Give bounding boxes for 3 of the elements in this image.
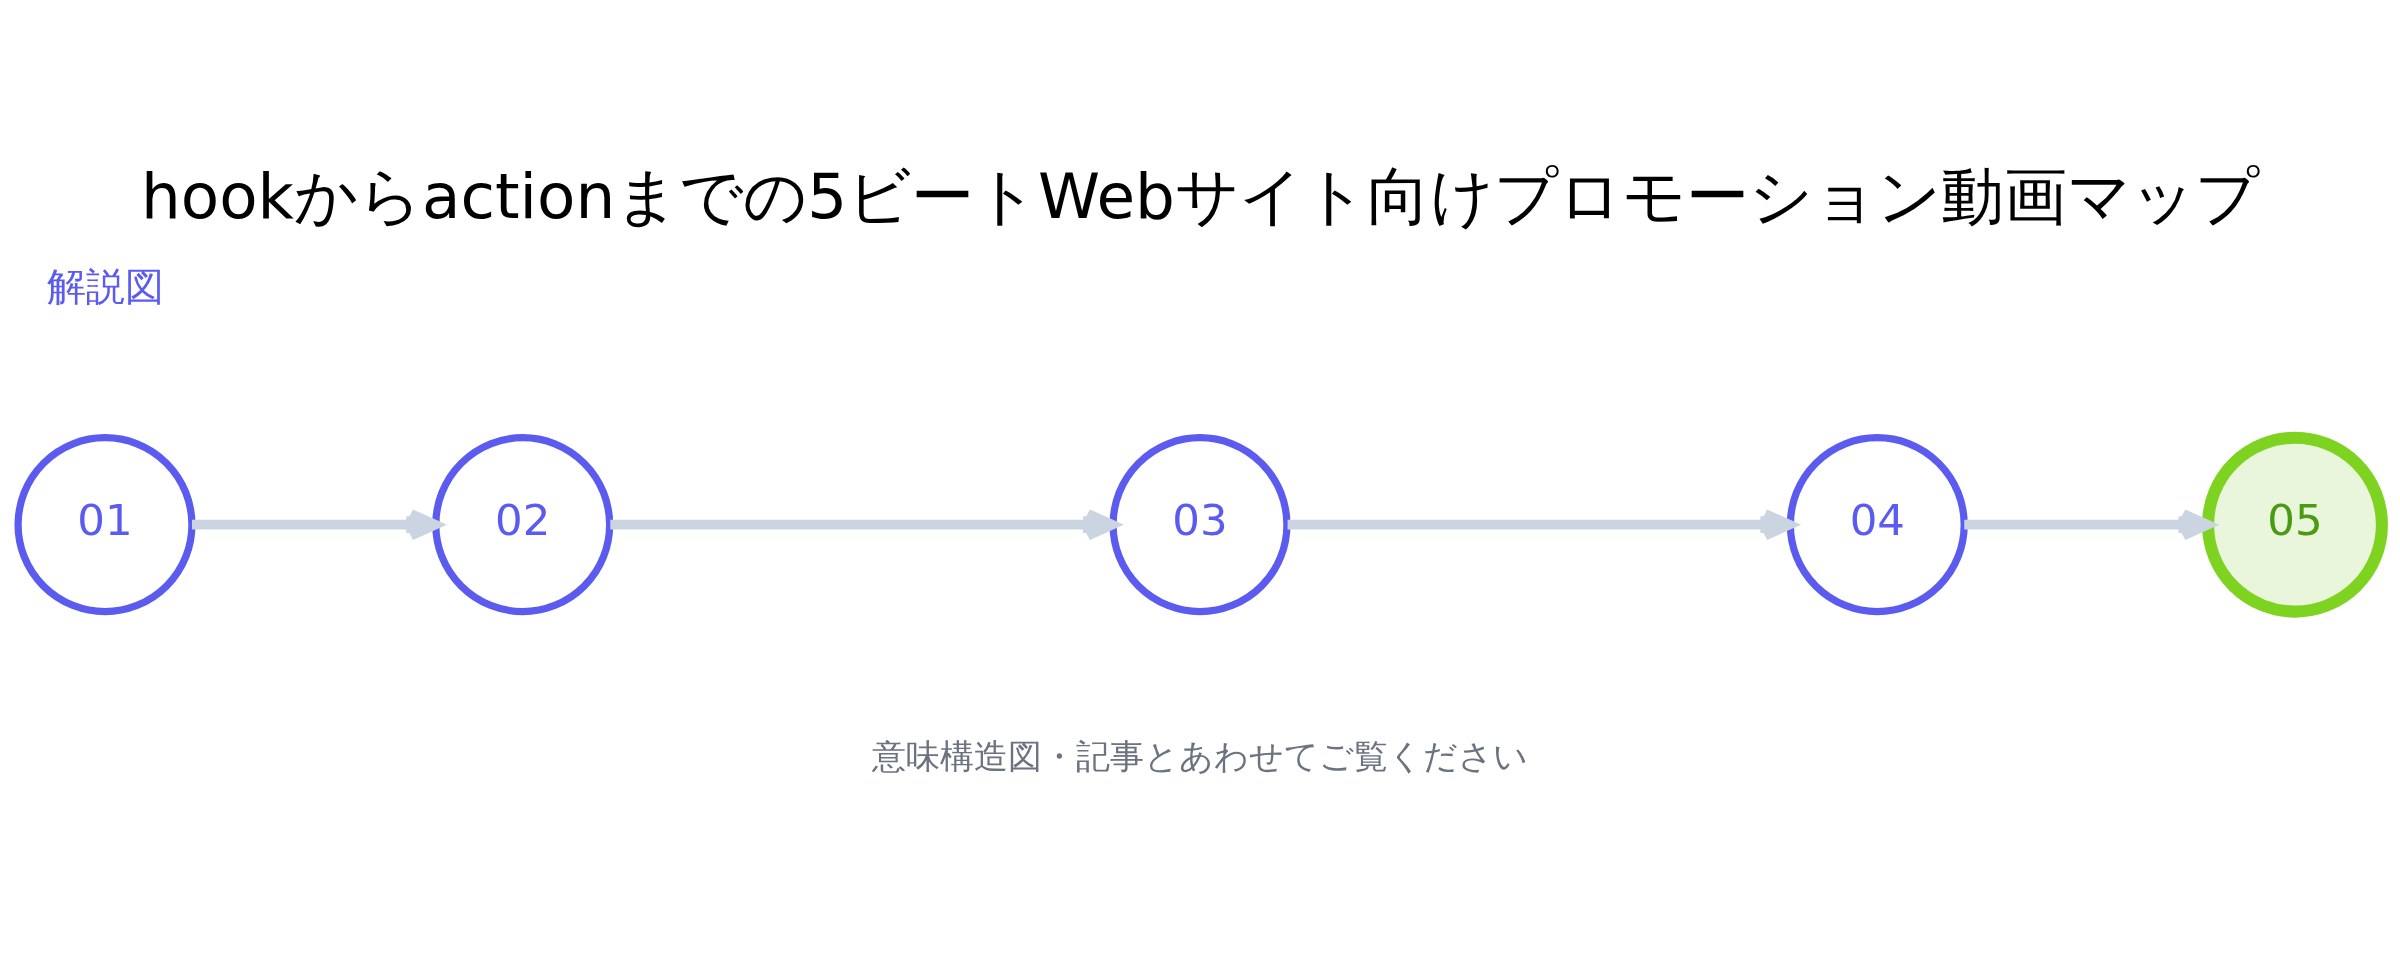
- diagram-title: hookからactionまでの5ビートWebサイト向けプロモーション動画マップ: [141, 159, 2259, 233]
- label: 解説図: [46, 263, 164, 309]
- caption: 意味構造図・記事とあわせてご覧ください: [872, 736, 1528, 776]
